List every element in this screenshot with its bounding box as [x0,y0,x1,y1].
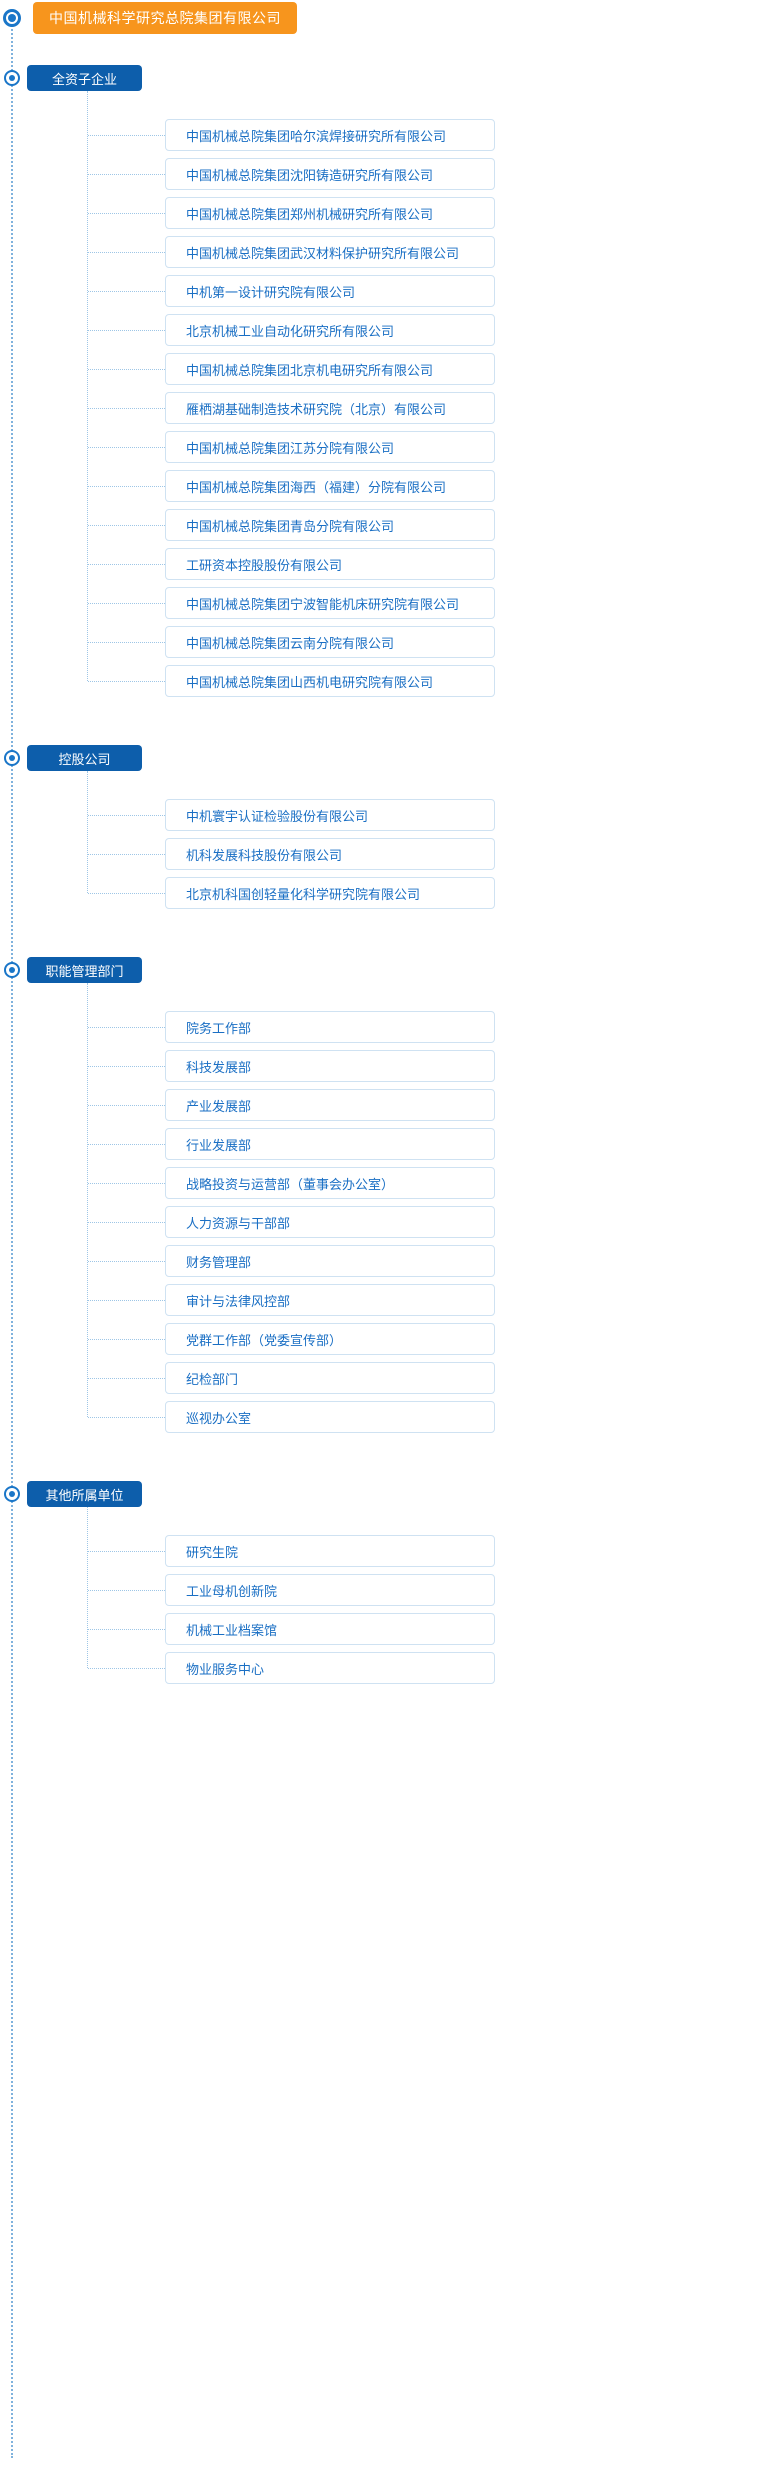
org-item[interactable]: 中国机械总院集团武汉材料保护研究所有限公司 [165,236,495,268]
org-item[interactable]: 科技发展部 [165,1050,495,1082]
connector-line [88,603,165,604]
connector-line [88,174,165,175]
org-item[interactable]: 产业发展部 [165,1089,495,1121]
org-item[interactable]: 中国机械总院集团云南分院有限公司 [165,626,495,658]
connector-line [88,1144,165,1145]
spine-dot-3 [4,962,20,978]
branch-line-3 [87,983,88,1417]
org-item[interactable]: 机械工业档案馆 [165,1613,495,1645]
spine-dot-1 [4,70,20,86]
root-spine-dot [3,9,21,27]
org-item[interactable]: 党群工作部（党委宣传部） [165,1323,495,1355]
org-item[interactable]: 战略投资与运营部（董事会办公室） [165,1167,495,1199]
section-head-3[interactable]: 职能管理部门 [27,957,142,983]
org-item[interactable]: 巡视办公室 [165,1401,495,1433]
org-item[interactable]: 财务管理部 [165,1245,495,1277]
connector-line [88,815,165,816]
org-item[interactable]: 中国机械总院集团宁波智能机床研究院有限公司 [165,587,495,619]
org-item[interactable]: 中国机械总院集团山西机电研究院有限公司 [165,665,495,697]
org-item[interactable]: 机科发展科技股份有限公司 [165,838,495,870]
connector-line [88,1300,165,1301]
org-item[interactable]: 雁栖湖基础制造技术研究院（北京）有限公司 [165,392,495,424]
org-item[interactable]: 人力资源与干部部 [165,1206,495,1238]
connector-line [88,1551,165,1552]
connector-line [88,135,165,136]
connector-line [88,1378,165,1379]
org-item[interactable]: 中国机械总院集团沈阳铸造研究所有限公司 [165,158,495,190]
org-item[interactable]: 中机寰宇认证检验股份有限公司 [165,799,495,831]
org-item[interactable]: 物业服务中心 [165,1652,495,1684]
connector-line [88,1105,165,1106]
root-spine [11,18,13,2458]
org-item[interactable]: 北京机械工业自动化研究所有限公司 [165,314,495,346]
org-item[interactable]: 研究生院 [165,1535,495,1567]
section-head-4[interactable]: 其他所属单位 [27,1481,142,1507]
connector-line [88,1066,165,1067]
connector-line [88,642,165,643]
connector-line [88,1183,165,1184]
connector-line [88,408,165,409]
connector-line [88,291,165,292]
connector-line [88,1339,165,1340]
org-item[interactable]: 中国机械总院集团海西（福建）分院有限公司 [165,470,495,502]
connector-line [88,1027,165,1028]
connector-line [88,369,165,370]
org-item[interactable]: 行业发展部 [165,1128,495,1160]
connector-line [88,893,165,894]
connector-line [88,252,165,253]
org-item[interactable]: 中国机械总院集团北京机电研究所有限公司 [165,353,495,385]
connector-line [88,564,165,565]
section-head-2[interactable]: 控股公司 [27,745,142,771]
connector-line [88,1629,165,1630]
connector-line [88,681,165,682]
connector-line [88,1261,165,1262]
connector-line [88,525,165,526]
org-item[interactable]: 审计与法律风控部 [165,1284,495,1316]
connector-line [88,213,165,214]
branch-line-2 [87,771,88,893]
spine-dot-2 [4,750,20,766]
org-item[interactable]: 中国机械总院集团哈尔滨焊接研究所有限公司 [165,119,495,151]
connector-line [88,1222,165,1223]
connector-line [88,1417,165,1418]
org-item[interactable]: 中国机械总院集团郑州机械研究所有限公司 [165,197,495,229]
branch-line-4 [87,1507,88,1668]
connector-line [88,330,165,331]
connector-line [88,486,165,487]
branch-line-1 [87,91,88,681]
connector-line [88,447,165,448]
org-item[interactable]: 北京机科国创轻量化科学研究院有限公司 [165,877,495,909]
org-item[interactable]: 工研资本控股股份有限公司 [165,548,495,580]
org-item[interactable]: 工业母机创新院 [165,1574,495,1606]
org-item[interactable]: 中国机械总院集团青岛分院有限公司 [165,509,495,541]
connector-line [88,1668,165,1669]
section-head-1[interactable]: 全资子企业 [27,65,142,91]
spine-dot-4 [4,1486,20,1502]
connector-line [88,854,165,855]
connector-line [88,1590,165,1591]
org-item[interactable]: 纪检部门 [165,1362,495,1394]
org-item[interactable]: 院务工作部 [165,1011,495,1043]
root-node[interactable]: 中国机械科学研究总院集团有限公司 [33,2,297,34]
org-item[interactable]: 中机第一设计研究院有限公司 [165,275,495,307]
org-item[interactable]: 中国机械总院集团江苏分院有限公司 [165,431,495,463]
